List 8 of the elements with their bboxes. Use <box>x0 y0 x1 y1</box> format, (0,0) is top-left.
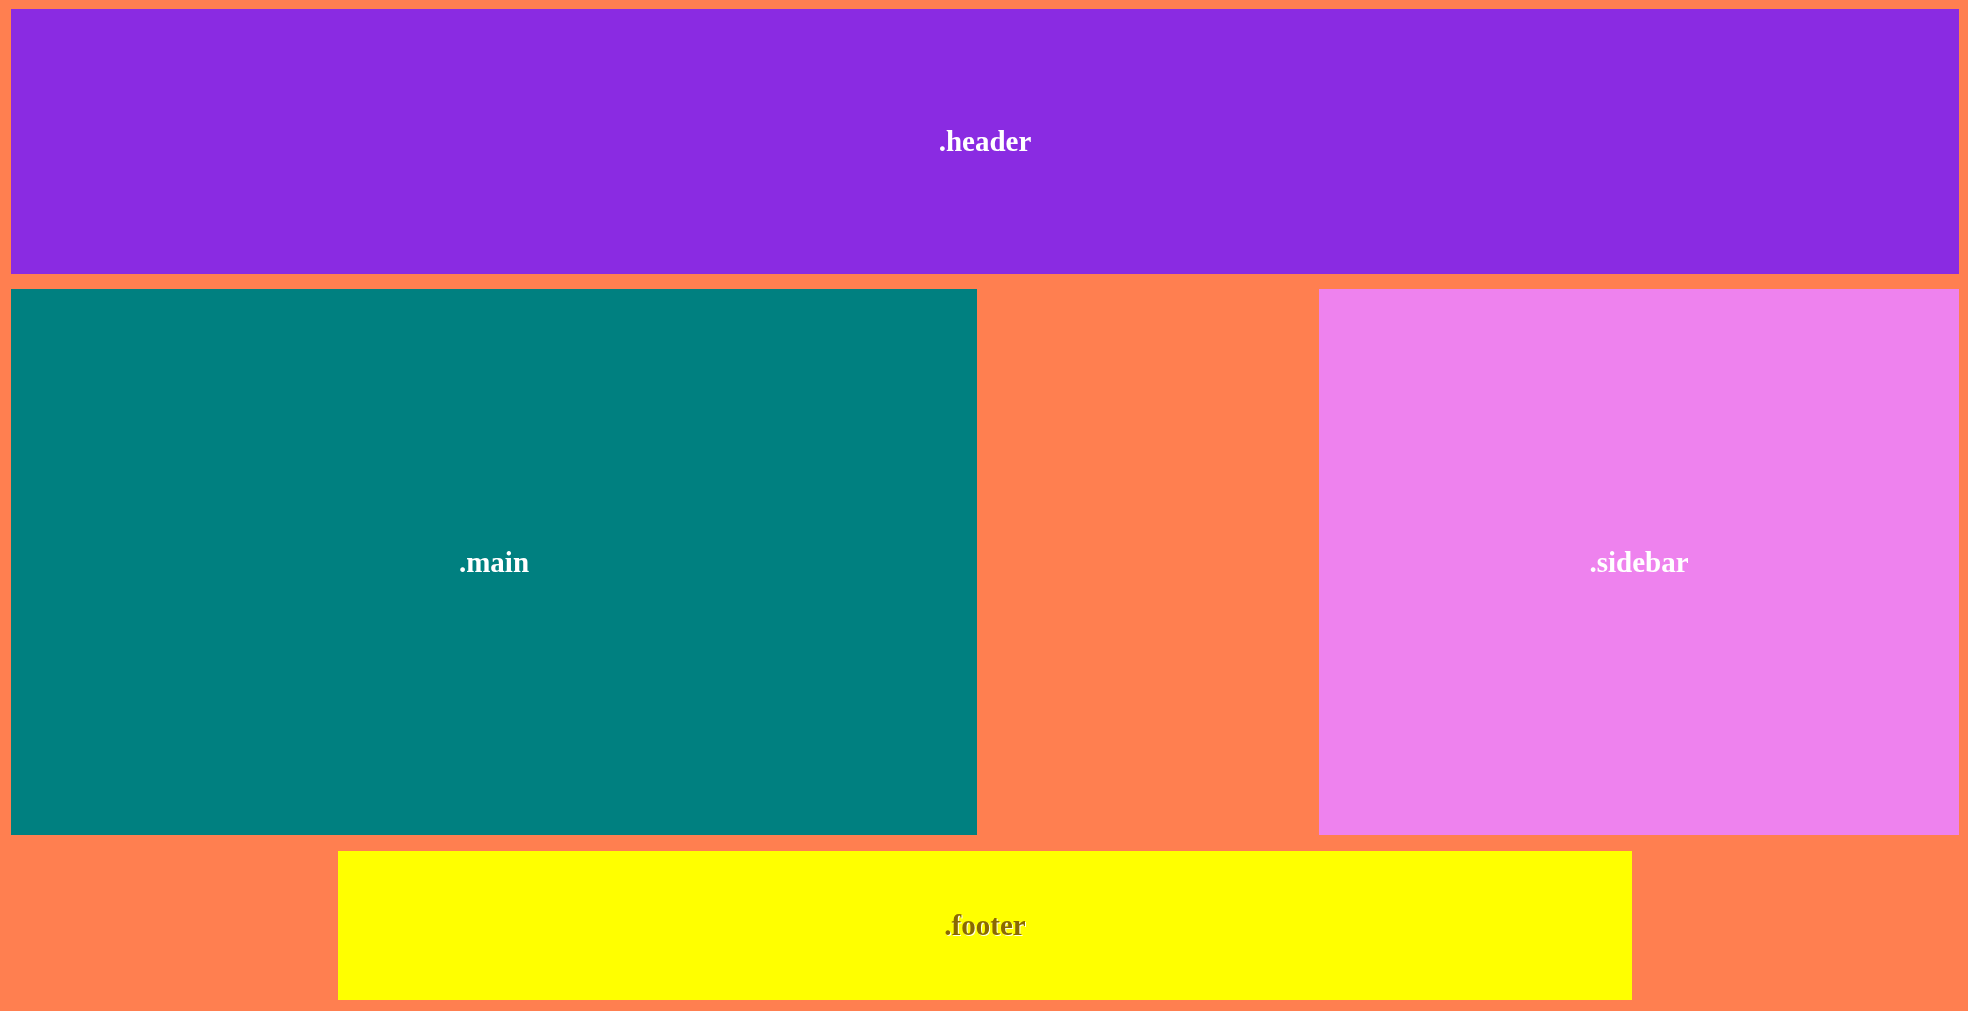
footer-region <box>338 851 1632 1000</box>
sidebar-region <box>1319 289 1959 835</box>
region-label: .sidebar <box>1589 544 1689 580</box>
region-label: .footer <box>944 908 1026 943</box>
header-region <box>11 9 1959 274</box>
main-region <box>11 289 977 835</box>
region-label: .main <box>458 544 530 580</box>
region-label: .header <box>938 124 1032 159</box>
